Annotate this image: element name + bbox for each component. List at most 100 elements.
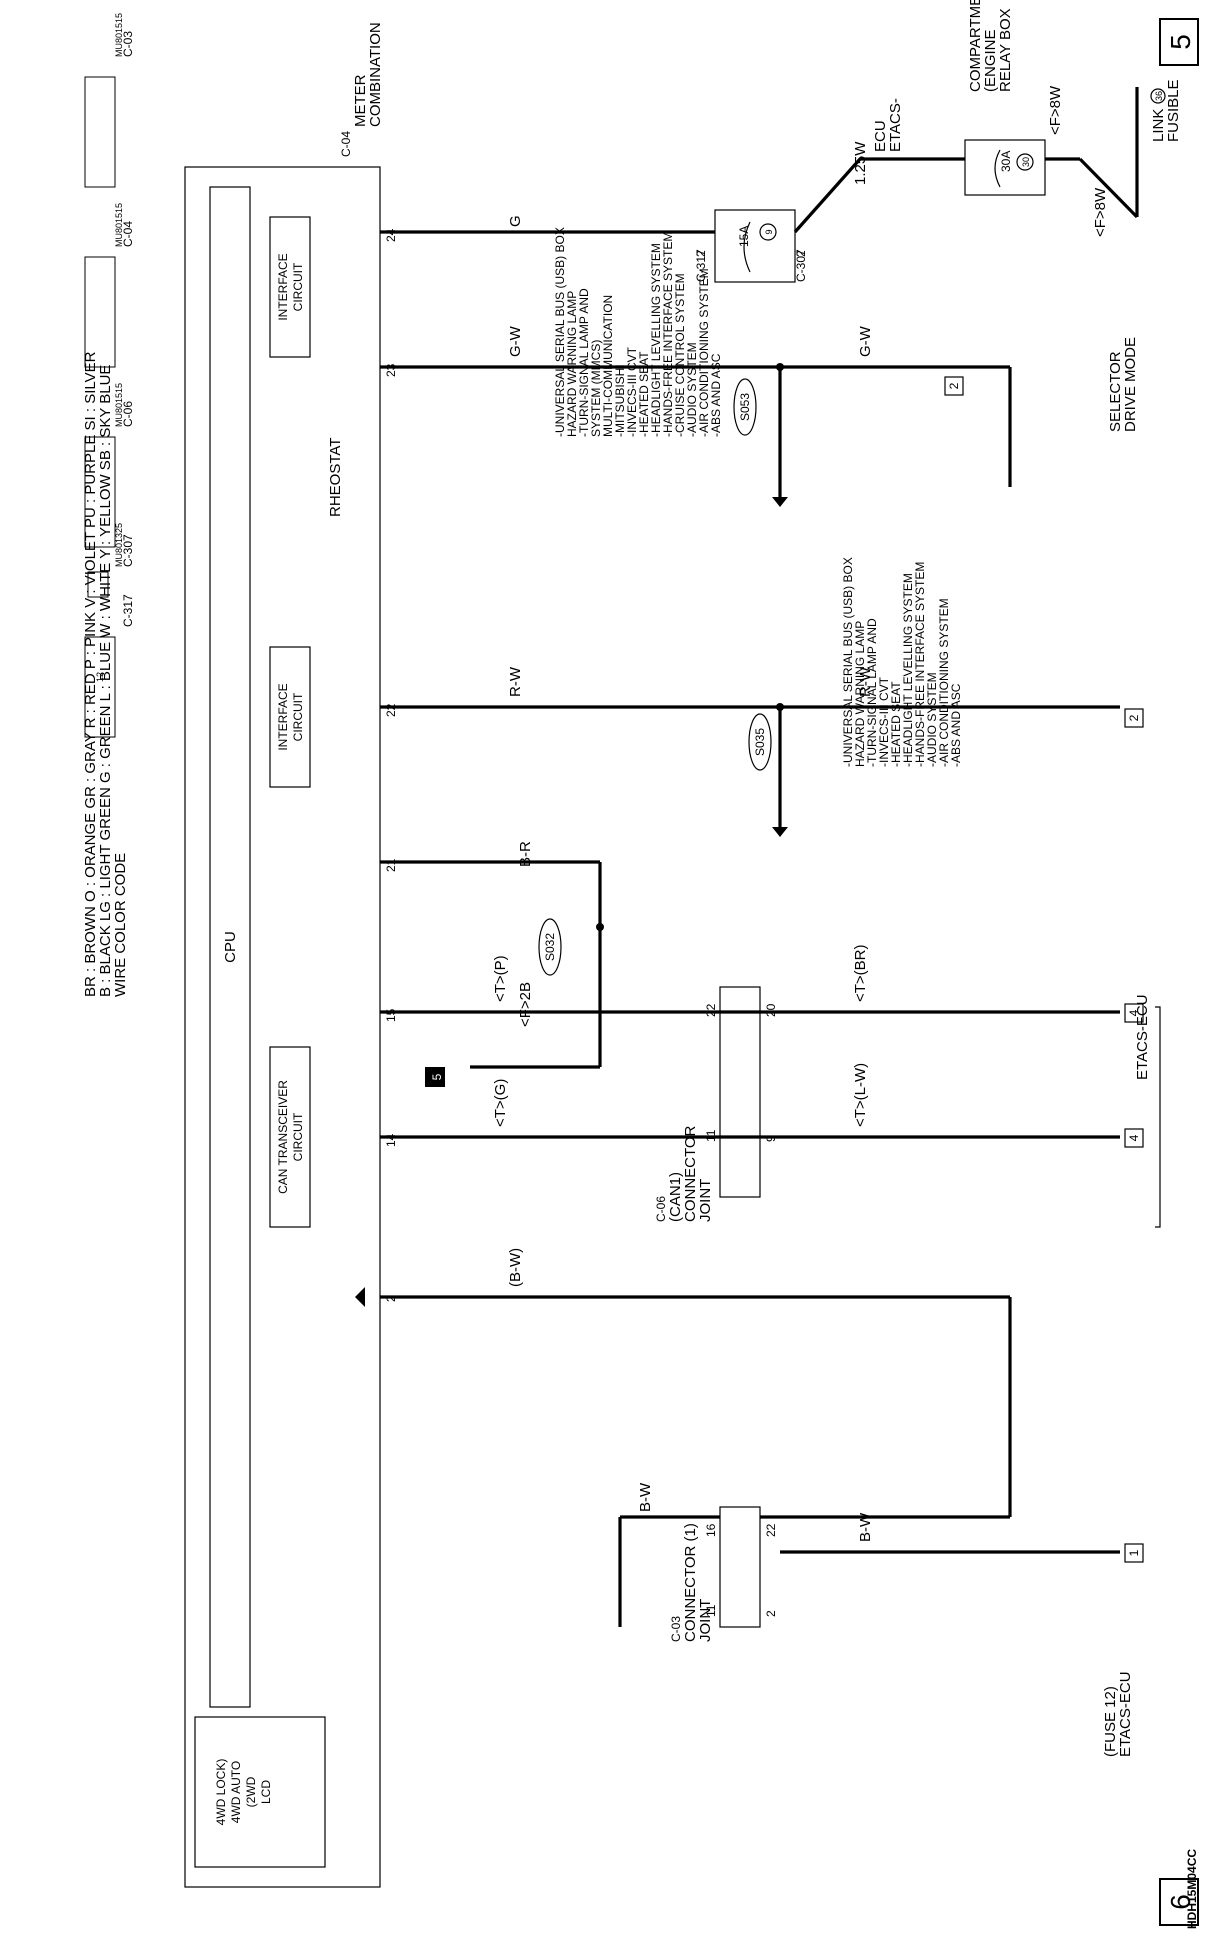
- can-transceiver-l1: CAN TRANSCEIVER: [276, 1080, 290, 1194]
- ref-r4a: 4: [1127, 1009, 1141, 1016]
- wire-t-br: <T>(BR): [852, 944, 869, 1002]
- j2-pin-2: 2: [764, 1610, 778, 1617]
- joint-connector-can1: [719, 986, 761, 1198]
- splice-s032: S032: [543, 933, 557, 961]
- s035-sys-6: -INVECS-III CVT: [877, 676, 891, 767]
- interface-circuit-1: [269, 216, 311, 358]
- combination-meter-conn: C-04: [339, 131, 353, 157]
- wire-t-p: <T>(P): [492, 955, 509, 1002]
- joint-1-label-1: JOINT: [697, 1599, 714, 1642]
- legend-c04-part: MU801515: [114, 203, 124, 247]
- cpu-box: [209, 186, 251, 1708]
- relay-fuse-element-icon: [994, 149, 1001, 188]
- wire-f8w-top: <F>8W: [1047, 85, 1064, 135]
- lcd-l3: 4WD AUTO: [229, 1761, 243, 1823]
- wire-f2b-label: <F>2B: [517, 982, 534, 1027]
- wire-125w: 1.25W: [852, 141, 869, 185]
- wire-br-label: B-R: [517, 841, 534, 867]
- ref-r2b: 2: [1127, 714, 1141, 721]
- s035-sys-1: -AIR CONDITIONING SYSTEM: [937, 598, 951, 767]
- s035-sys-0: -ABS AND ASC: [949, 683, 963, 767]
- wire-color-line2: BR : BROWN O : ORANGE GR : GRAY R : RED …: [82, 351, 99, 997]
- ground-ref-label: 5: [430, 1073, 444, 1080]
- interface-circuit-1-l1: INTERFACE: [276, 253, 290, 320]
- lcd-l4: 4WD LOCK): [214, 1759, 228, 1826]
- etacs-fuse-box: [714, 209, 796, 283]
- c317-pin: 2: [694, 250, 708, 257]
- meter-pin-22: 22: [384, 703, 398, 717]
- joint-can1-label-2: CONNECTOR: [682, 1125, 699, 1222]
- legend-c317-mid: 12: [95, 672, 105, 682]
- wire-bw-branch-label: B-W: [637, 1482, 654, 1512]
- joint-can1-conn: C-06: [654, 1196, 668, 1222]
- wire-color-line1: B : BLACK LG : LIGHT GREEN G : GREEN L :…: [97, 365, 114, 997]
- can-transceiver-l2: CIRCUIT: [291, 1112, 305, 1161]
- wire-gw-label-bottom: G-W: [507, 325, 524, 357]
- fusible-link-number: 36: [1154, 91, 1164, 101]
- s053-sys-8: -MITSUBISHI: [613, 364, 627, 437]
- splice-s035: S035: [753, 728, 767, 756]
- s053-sys-6: -HEATED SEAT: [637, 351, 651, 437]
- s053-sys-13: -UNIVERSAL SERIAL BUS (USB) BOX: [553, 227, 567, 437]
- relay-box-label-2: (ENGINE: [982, 29, 999, 92]
- connector-legend: C-03 MU801515 C-04 MU801515 C-06 MU80151…: [84, 13, 135, 738]
- s053-sys-12: HAZARD WARNING LAMP: [565, 291, 579, 437]
- meter-pin-15: 15: [384, 1008, 398, 1022]
- page-marker-bottom: 6: [1165, 1894, 1196, 1910]
- c307-conn: C-307: [794, 249, 808, 282]
- ground-ref-box: [425, 1067, 445, 1087]
- meter-pin-2: 2: [384, 1295, 398, 1302]
- legend-c06-grid: [84, 436, 116, 548]
- page-marker-top: 5: [1165, 34, 1196, 50]
- interface-circuit-2-l1: INTERFACE: [276, 683, 290, 750]
- lcd-l1: LCD: [259, 1780, 273, 1804]
- legend-c03-part: MU801515: [114, 13, 124, 57]
- etacs-ecu-bracket: [1155, 1006, 1161, 1228]
- splice-s053-arrow-icon: [772, 497, 788, 507]
- splice-s035-arrow-icon: [772, 827, 788, 837]
- splice-s032-dot: [596, 923, 604, 931]
- relay-to-etacs-fuse-wire-2: [793, 157, 862, 234]
- s035-sys-3: -HANDS-FREE INTERFACE SYSTEM: [913, 562, 927, 767]
- legend-c317-grid: [84, 636, 116, 738]
- wire-rw-label-bottom: R-W: [507, 666, 524, 697]
- wire-f8w-side: <F>8W: [1092, 187, 1109, 237]
- fusible-link-number-circle: [1150, 88, 1166, 104]
- legend-c307-part: MU801325: [114, 523, 124, 567]
- legend-c307-grid: [87, 571, 109, 598]
- c307-pin: 2: [794, 250, 808, 257]
- s053-sys-10: SYSTEM (MMCS): [589, 340, 603, 437]
- joint-1-conn: C-03: [669, 1616, 683, 1642]
- fusible-link-line1: FUSIBLE: [1165, 79, 1182, 142]
- etacs-ecu-fuse-label-2: (FUSE 12): [1102, 1686, 1119, 1757]
- interface-circuit-2-l2: CIRCUIT: [291, 692, 305, 741]
- c317-conn: C-317: [694, 249, 708, 282]
- combination-meter-label-1: COMBINATION: [367, 22, 384, 127]
- ref-r4a-box: [1124, 1003, 1144, 1023]
- page-marker-top-box: [1159, 18, 1199, 66]
- drive-mode-label-1: DRIVE MODE: [1122, 337, 1139, 432]
- j1-pin-9: 9: [764, 1135, 778, 1142]
- interface-circuit-1-l2: CIRCUIT: [291, 262, 305, 311]
- lcd-box: [194, 1716, 326, 1868]
- meter-pin-14: 14: [384, 1133, 398, 1147]
- s035-sys-5: -HEATED SEAT: [889, 681, 903, 767]
- legend-c04-grid: [84, 256, 116, 368]
- page-marker-bottom-box: [1159, 1878, 1199, 1926]
- joint-connector-1: [719, 1506, 761, 1628]
- relay-box-fuse-box: [964, 139, 1046, 196]
- s035-sys-9: -UNIVERSAL SERIAL BUS (USB) BOX: [841, 557, 855, 767]
- ref-r4b: 4: [1127, 1134, 1141, 1141]
- s035-sys-4: -HEADLIGHT LEVELLING SYSTEM: [901, 573, 915, 767]
- s053-sys-5: -HEADLIGHT LEVELLING SYSTEM: [649, 243, 663, 437]
- relay-to-link-wire-b: [1078, 157, 1139, 219]
- etacs-ecu-label: ETACS-ECU: [1134, 994, 1151, 1080]
- j2-pin-11: 11: [704, 1604, 718, 1617]
- ref-r1: 1: [1127, 1549, 1141, 1556]
- legend-c04: C-04: [121, 221, 135, 247]
- wire-gw-label-top: G-W: [857, 325, 874, 357]
- wire-bw-paren: (B-W): [507, 1248, 524, 1287]
- ref-r2-box: [944, 376, 964, 396]
